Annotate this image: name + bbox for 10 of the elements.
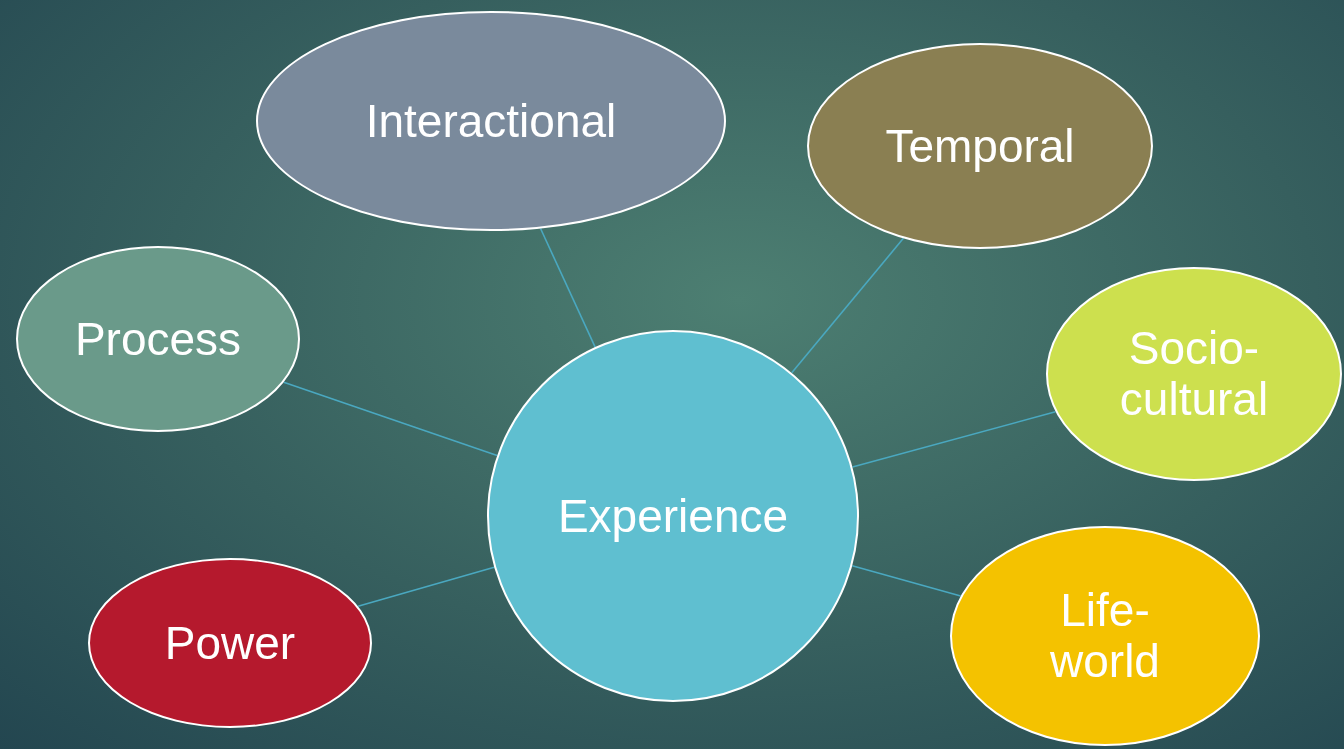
node-label: Power: [164, 617, 296, 669]
node-label: Process: [74, 313, 242, 365]
connector-line: [790, 237, 905, 374]
node-label: Interactional: [365, 95, 617, 147]
node-label: Socio- cultural: [1118, 323, 1270, 425]
node-label: Experience: [557, 490, 789, 542]
node-label: Temporal: [885, 120, 1075, 172]
node-label: Life- world: [1049, 585, 1161, 687]
connector-line: [357, 566, 495, 608]
connector-line: [282, 381, 498, 457]
